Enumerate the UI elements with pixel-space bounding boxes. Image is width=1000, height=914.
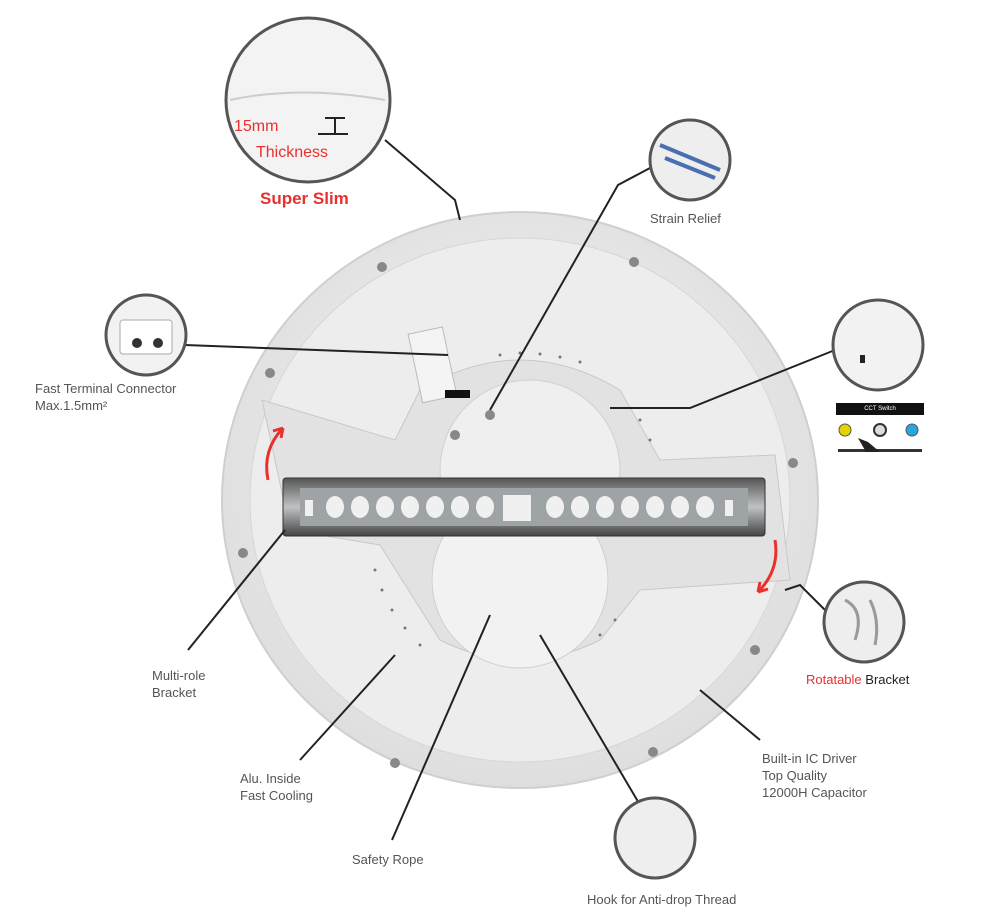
bracket-line1: Multi-role <box>152 668 206 683</box>
callout-lines <box>184 139 836 841</box>
terminal-line2: Max.1.5mm² <box>35 398 108 413</box>
rotatable-word: Rotatable <box>806 672 862 687</box>
callout-rotatable-bracket <box>822 580 906 664</box>
alu-line2: Fast Cooling <box>240 788 313 803</box>
bracket-line2: Bracket <box>152 685 197 700</box>
callout-cct-switch-closeup <box>831 298 925 392</box>
callout-strain-relief <box>648 118 732 202</box>
terminal-connector-label: Fast Terminal Connector Max.1.5mm² <box>35 380 176 414</box>
rotatable-bracket-label: Rotatable Bracket <box>806 671 909 688</box>
driver-label: Built-in IC Driver Top Quality 12000H Ca… <box>762 750 867 801</box>
thickness-label: Thickness <box>256 144 329 161</box>
super-slim-label: Super Slim <box>260 189 349 208</box>
driver-line3: 12000H Capacitor <box>762 785 867 800</box>
terminal-line1: Fast Terminal Connector <box>35 381 177 396</box>
callout-terminal-connector <box>104 293 188 377</box>
cct-switch-diagram <box>836 403 924 452</box>
safety-rope-label: Safety Rope <box>352 852 424 867</box>
callout-slim-edge <box>224 16 392 184</box>
alu-cooling-label: Alu. Inside Fast Cooling <box>240 770 313 804</box>
alu-line1: Alu. Inside <box>240 771 301 786</box>
thickness-value: 15mm <box>234 118 279 135</box>
cct-switch-title: CCT Switch <box>864 406 896 412</box>
driver-line1: Built-in IC Driver <box>762 751 857 766</box>
bracket-word: Bracket <box>865 672 910 687</box>
multi-role-bracket <box>282 477 766 537</box>
multi-role-bracket-label: Multi-role Bracket <box>152 667 205 701</box>
driver-line2: Top Quality <box>762 768 828 783</box>
callout-anti-drop-hook <box>613 796 697 880</box>
anti-drop-hook-label: Hook for Anti-drop Thread <box>587 892 737 907</box>
rotate-arrow-icon <box>265 426 778 594</box>
strain-relief-label: Strain Relief <box>650 211 721 226</box>
